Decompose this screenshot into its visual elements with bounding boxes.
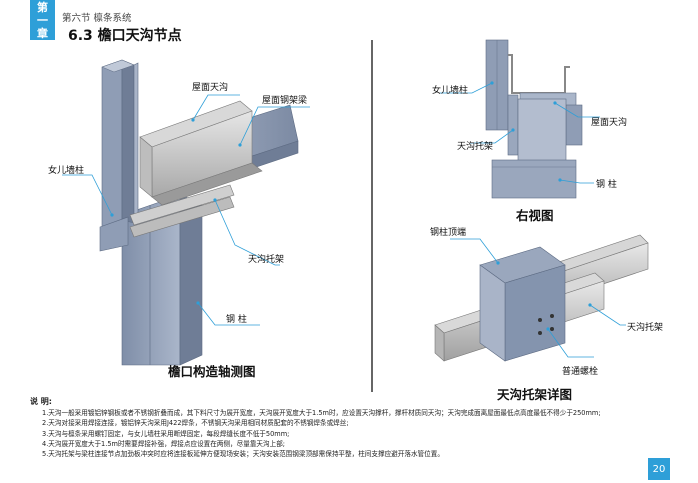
- leader-lines: [450, 238, 626, 358]
- caption-bracket-detail: 天沟托架详图: [497, 387, 573, 402]
- notes-list: 1.天沟一般采用镀铝锌钢板或者不锈钢折叠而成，其下料尺寸为展开宽度，天沟展开宽度…: [30, 408, 670, 459]
- caption-right-view: 右视图: [516, 208, 554, 223]
- note-item: 1.天沟一般采用镀铝锌钢板或者不锈钢折叠而成，其下料尺寸为展开宽度，天沟展开宽度…: [42, 409, 601, 418]
- gutter-bracket-shape: [507, 94, 567, 162]
- axonometric-figure: [62, 59, 310, 366]
- chapter-tab-char: 一: [37, 14, 48, 27]
- leader-lines: [62, 94, 310, 326]
- leader-dots: [490, 81, 562, 182]
- parapet-column-shape: [485, 39, 509, 131]
- steel-column-shape: [491, 159, 577, 199]
- note-item: 5.天沟托架与梁柱连接节点加劲板冲突时应将连接板延伸方便现场安装；天沟安装范围钢…: [42, 450, 444, 459]
- label-column-top: 钢柱顶端: [430, 228, 467, 238]
- note-item: 3.天沟与檩条采用螺钉固定，与女儿墙柱采用断焊固定，每段焊缝长度不低于50mm;: [42, 429, 290, 438]
- leader-lines: [440, 82, 600, 184]
- label-bolt: 普通螺栓: [562, 367, 599, 377]
- label-steel-column-right: 钢 柱: [596, 180, 617, 190]
- notes-section: 说 明: 1.天沟一般采用镀铝锌钢板或者不锈钢折叠而成，其下料尺寸为展开宽度，天…: [30, 397, 670, 459]
- label-gutter-bracket-right: 天沟托架: [457, 142, 494, 152]
- gutter-shape: [139, 100, 263, 206]
- label-parapet-column-right: 女儿墙柱: [432, 86, 469, 96]
- vertical-divider: [371, 40, 373, 392]
- note-item: 4.天沟展开宽度大于1.5m时需要焊接补强，焊接点应设置在两侧，尽量靠天沟上部;: [42, 439, 286, 448]
- section-name: 第六节 檩条系统: [62, 13, 132, 24]
- label-parapet-column: 女儿墙柱: [48, 166, 85, 176]
- gutter-bracket-shape: [99, 184, 235, 252]
- note-item: 2.天沟对接采用焊接连接，镀铝锌天沟采用J422焊条，不锈钢天沟采用相同材质配套…: [42, 419, 349, 428]
- roof-gutter-shape: [508, 54, 570, 94]
- label-gutter: 屋面天沟: [192, 83, 229, 93]
- leader-dots: [496, 261, 592, 331]
- chapter-tab-char: 章: [37, 27, 48, 40]
- label-roof-gutter-right: 屋面天沟: [591, 118, 628, 128]
- label-gutter-bracket-detail: 天沟托架: [627, 323, 664, 333]
- parapet-column-shape: [101, 59, 139, 228]
- chapter-tab-char: 第: [37, 1, 48, 14]
- chapter-tab: 第 一 章: [30, 0, 55, 40]
- label-steel-column: 钢 柱: [226, 315, 247, 325]
- steel-column-shape: [121, 194, 203, 366]
- bolts: [538, 314, 554, 335]
- section-title: 6.3 檐口天沟节点: [68, 28, 182, 44]
- column-top-shape: [479, 246, 566, 362]
- notes-title: 说 明:: [30, 397, 52, 406]
- label-roof-beam: 屋面钢架梁: [262, 96, 308, 106]
- label-gutter-bracket: 天沟托架: [248, 255, 285, 265]
- right-view-figure: [440, 39, 600, 199]
- leader-dots: [110, 118, 242, 305]
- page-number: 20: [648, 458, 670, 480]
- bracket-detail-figure: [434, 234, 649, 362]
- caption-axonometric: 檐口构造轴测图: [168, 364, 256, 379]
